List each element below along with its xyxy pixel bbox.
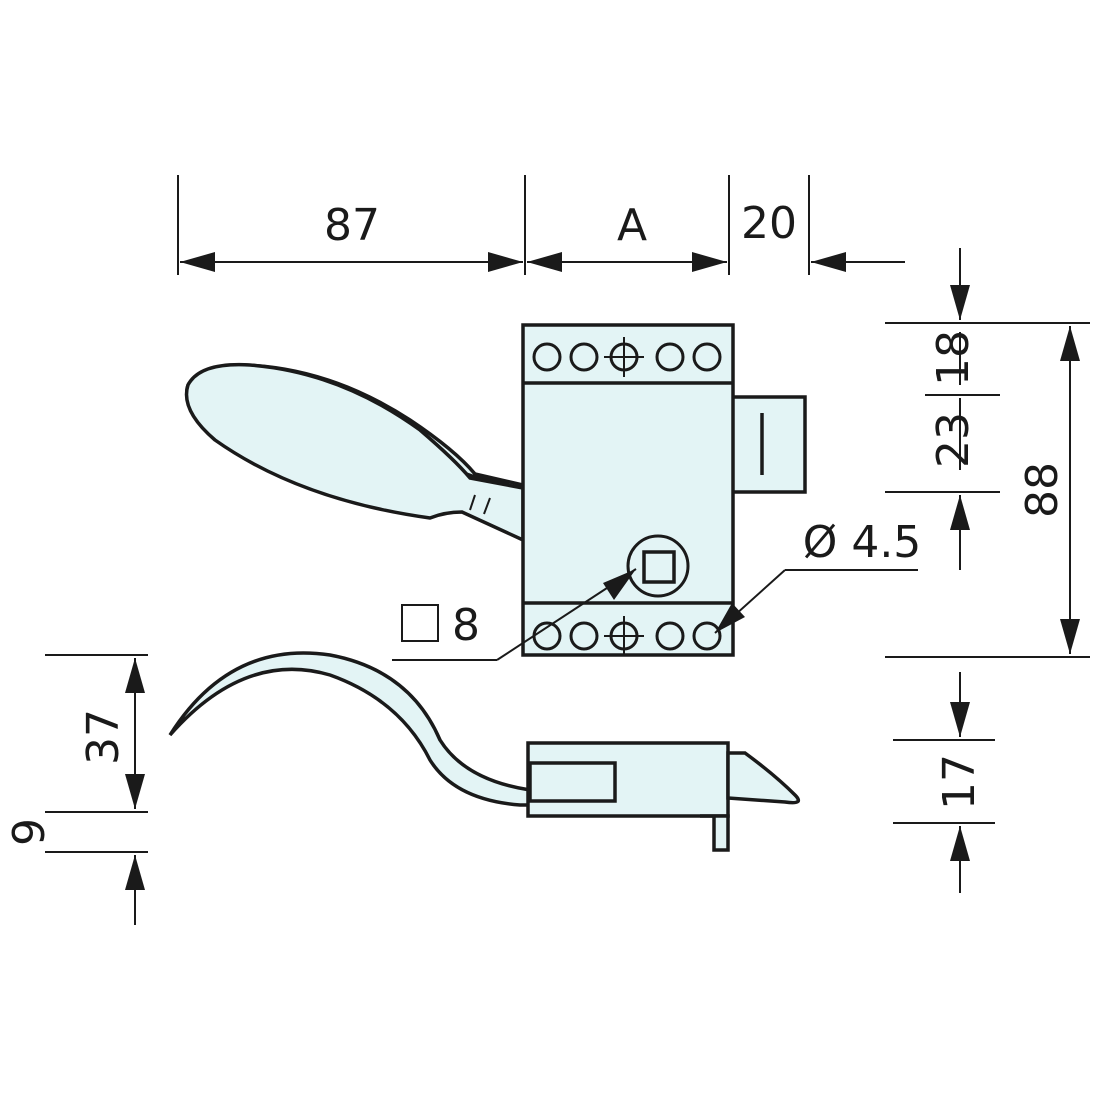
dim-label-hole-diameter: Ø 4.5 [803, 517, 922, 568]
bolt [730, 395, 807, 494]
dim-label-37: 37 [78, 709, 129, 765]
side-handle-seat [528, 761, 617, 803]
bottom-screw-holes [532, 616, 722, 656]
dim-label-88: 88 [1017, 462, 1068, 518]
top-screw-holes [532, 337, 722, 377]
dim-label-18: 18 [928, 330, 979, 386]
latch-tongue [726, 751, 801, 805]
lever-handle [184, 362, 525, 543]
right-dimensions: 88 18 23 17 [885, 248, 1090, 893]
dim-label-9: 9 [4, 818, 55, 846]
hole-callouts: Ø 4.5 8 [392, 517, 922, 661]
lever-mark-2 [483, 497, 491, 515]
spindle-boss [626, 534, 690, 598]
keeper-tab [700, 814, 730, 852]
lever-mark-1 [469, 494, 476, 511]
dim-label-a: A [617, 200, 647, 251]
left-dimensions: 37 9 [4, 654, 148, 925]
lock-body [521, 323, 735, 657]
dim-label-17: 17 [934, 754, 985, 810]
top-view [184, 323, 807, 657]
top-dimensions: 87 A 20 [177, 175, 905, 275]
dim-label-20: 20 [741, 198, 797, 249]
dim-label-23: 23 [928, 412, 979, 468]
square-outline-icon [401, 604, 439, 642]
side-view [168, 651, 801, 852]
dim-label-87: 87 [324, 200, 380, 251]
dim-label-square: 8 [452, 600, 480, 651]
square-spindle [642, 550, 676, 584]
